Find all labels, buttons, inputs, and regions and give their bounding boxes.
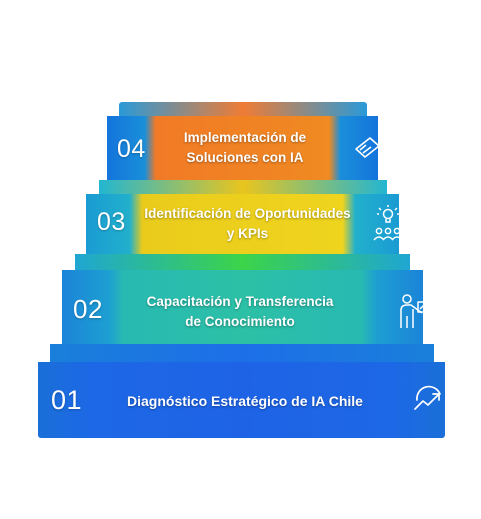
step-03-number: 03 <box>97 208 126 236</box>
idea-team-icon <box>372 205 404 245</box>
step-02-title: Capacitación y Transferencia de Conocimi… <box>146 294 334 329</box>
growth-arrow-gauge-icon <box>412 380 444 412</box>
step-04-number: 04 <box>117 135 146 163</box>
presenter-board-icon <box>396 292 430 332</box>
step-03-title: Identificación de Oportunidades y KPIs <box>144 206 351 241</box>
step-02-number: 02 <box>73 294 103 324</box>
step-01-number: 01 <box>51 385 83 415</box>
ai-document-icon <box>352 135 382 161</box>
step-01-title: Diagnóstico Estratégico de IA Chile <box>127 392 363 409</box>
step-04-title: Implementación de Soluciones con IA <box>183 130 307 165</box>
